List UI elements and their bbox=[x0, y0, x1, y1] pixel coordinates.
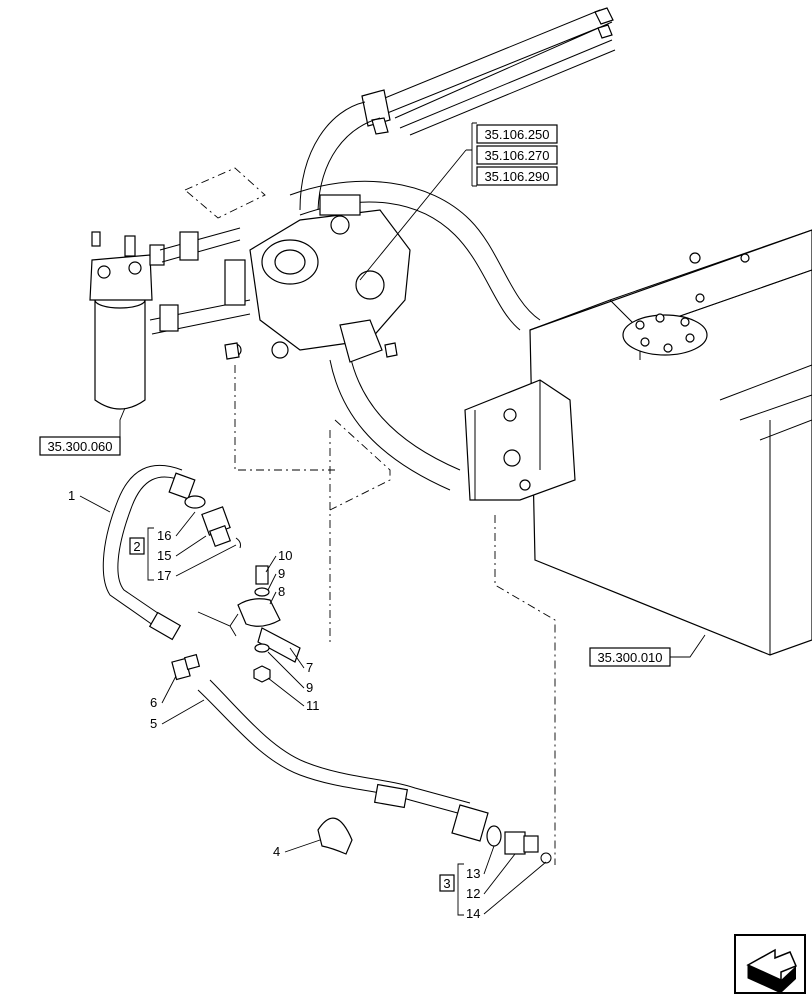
reference-35-300-060[interactable]: 35.300.060 bbox=[39, 436, 121, 456]
clamp-bracket bbox=[237, 565, 301, 683]
svg-text:3: 3 bbox=[443, 876, 450, 891]
group-box-2: 2 bbox=[129, 537, 145, 555]
callout-12: 12 bbox=[466, 886, 480, 901]
callout-9a: 9 bbox=[278, 566, 285, 581]
callout-4: 4 bbox=[273, 844, 280, 859]
callout-7: 7 bbox=[306, 660, 313, 675]
assembly-phantom-lines bbox=[184, 167, 556, 865]
svg-text:35.106.290: 35.106.290 bbox=[484, 169, 549, 184]
hydraulic-pump bbox=[224, 194, 411, 363]
svg-text:35.106.250: 35.106.250 bbox=[484, 127, 549, 142]
machine-frame bbox=[289, 7, 812, 656]
callout-16: 16 bbox=[157, 528, 171, 543]
reference-35-106-270[interactable]: 35.106.270 bbox=[476, 145, 558, 165]
callout-9b: 9 bbox=[306, 680, 313, 695]
reference-35-300-010[interactable]: 35.300.010 bbox=[589, 647, 671, 667]
callout-15: 15 bbox=[157, 548, 171, 563]
adapter-fitting-12 bbox=[504, 831, 552, 864]
callout-5: 5 bbox=[150, 716, 157, 731]
svg-text:2: 2 bbox=[133, 539, 140, 554]
hose-clamp-4 bbox=[317, 817, 353, 855]
callout-11: 11 bbox=[306, 698, 320, 713]
callout-10: 10 bbox=[278, 548, 292, 563]
callout-14: 14 bbox=[466, 906, 480, 921]
hose-assembly-5 bbox=[197, 679, 502, 847]
next-page-arrow-icon[interactable] bbox=[734, 934, 806, 994]
svg-text:35.300.010: 35.300.010 bbox=[597, 650, 662, 665]
reference-35-106-250[interactable]: 35.106.250 bbox=[476, 124, 558, 144]
svg-text:35.106.270: 35.106.270 bbox=[484, 148, 549, 163]
callout-17: 17 bbox=[157, 568, 171, 583]
svg-text:35.300.060: 35.300.060 bbox=[47, 439, 112, 454]
group-box-3: 3 bbox=[439, 874, 455, 892]
reference-35-106-290[interactable]: 35.106.290 bbox=[476, 166, 558, 186]
fitting-6 bbox=[171, 653, 201, 681]
callout-8: 8 bbox=[278, 584, 285, 599]
adapter-fitting-15 bbox=[184, 495, 241, 549]
callout-6: 6 bbox=[150, 695, 157, 710]
hydraulic-filter bbox=[89, 227, 251, 410]
hose-assembly-1 bbox=[102, 465, 196, 641]
callout-1: 1 bbox=[68, 488, 75, 503]
callout-13: 13 bbox=[466, 866, 480, 881]
